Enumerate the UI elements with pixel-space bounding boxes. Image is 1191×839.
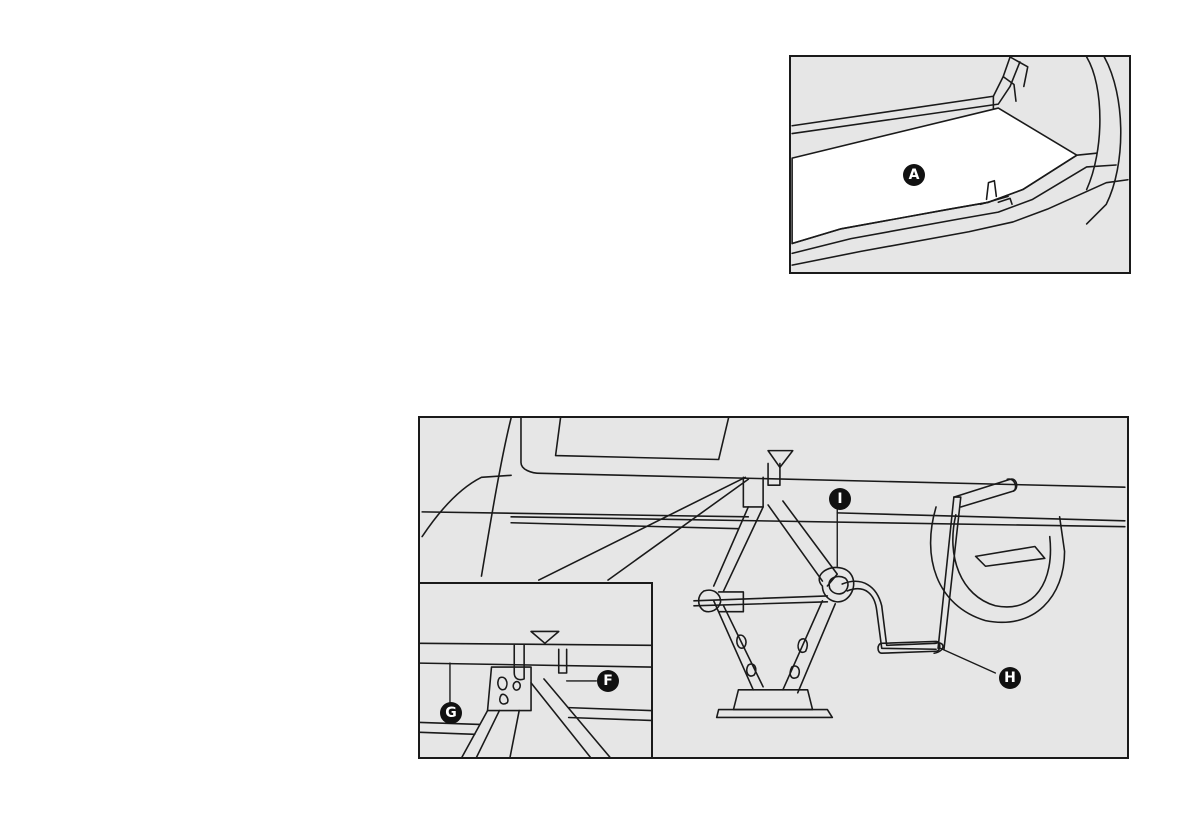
callout-f: F bbox=[597, 670, 619, 692]
trunk-floor-illustration bbox=[791, 57, 1129, 272]
figure-trunk-floor: A bbox=[789, 55, 1131, 274]
detail-inset: F G bbox=[420, 582, 653, 759]
figure-jack-position: F G I H bbox=[418, 416, 1129, 759]
callout-h: H bbox=[999, 667, 1021, 689]
callout-i: I bbox=[829, 488, 851, 510]
jack-point-detail-illustration bbox=[420, 584, 651, 759]
callout-g: G bbox=[440, 702, 462, 724]
callout-a: A bbox=[903, 164, 925, 186]
